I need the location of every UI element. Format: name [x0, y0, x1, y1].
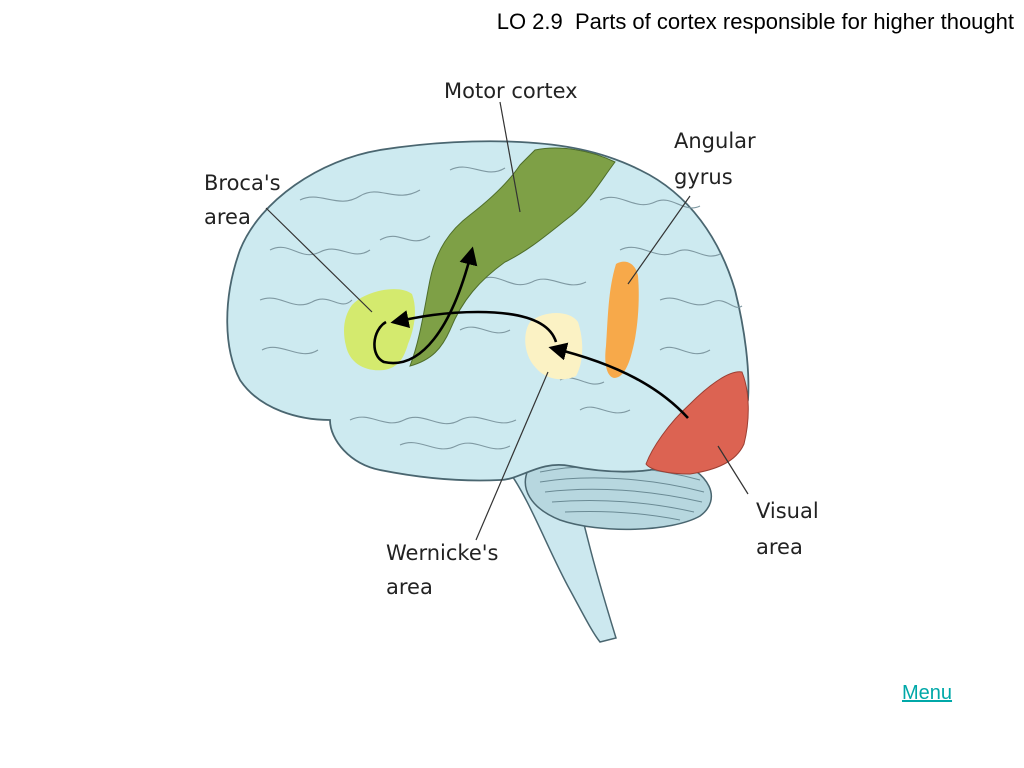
slide-title: LO 2.9 Parts of cortex responsible for h…: [496, 9, 1014, 34]
motor-cortex-region: [409, 147, 616, 367]
label-wernickes-line1: Wernicke's: [386, 541, 498, 565]
angular-gyrus-leader: [627, 195, 691, 285]
label-wernickes-line2: area: [386, 575, 433, 599]
menu-link[interactable]: Menu: [902, 682, 953, 704]
brocas-area-leader: [265, 207, 373, 313]
motor-cortex-leader: [499, 101, 521, 213]
pathway-arrows: [373, 246, 689, 419]
label-angular-line2: gyrus: [674, 165, 733, 189]
visual-to-wernicke-arrow: [548, 342, 689, 419]
wernicke-to-broca-arrow: [390, 310, 558, 343]
broca-to-motor-arrow: [373, 246, 478, 365]
visual-area-leader: [717, 445, 749, 495]
wernickes-area-leader: [475, 371, 549, 541]
label-visual-line2: area: [756, 535, 803, 559]
label-brocas-line1: Broca's: [204, 171, 281, 195]
label-brocas-line2: area: [204, 205, 251, 229]
cortex-gyri: [259, 166, 743, 450]
leader-lines: [265, 101, 749, 541]
label-angular-line1: Angular: [674, 129, 756, 153]
label-visual-line1: Visual: [756, 499, 819, 523]
angular-gyrus-region: [605, 261, 639, 378]
visual-area-region: [645, 371, 749, 475]
label-motor-cortex: Motor cortex: [444, 79, 578, 103]
